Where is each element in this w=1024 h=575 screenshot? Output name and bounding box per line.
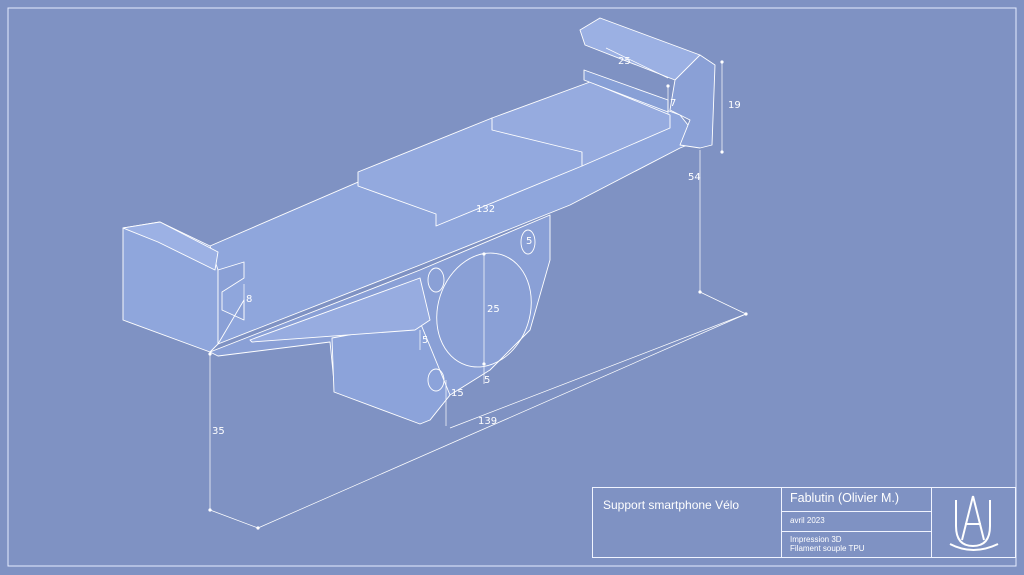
title-cell: Support smartphone Vélo — [593, 488, 782, 557]
dim-25-circle: 25 — [487, 304, 500, 315]
hole-left-upper — [427, 267, 445, 293]
sheet-border — [7, 7, 1017, 567]
dim-5-right: 5 — [484, 375, 490, 386]
dim-15: 15 — [451, 388, 464, 399]
author-row: Fablutin (Olivier M.) — [782, 488, 931, 512]
info-cell: Fablutin (Olivier M.) avril 2023 Impress… — [782, 488, 932, 557]
dim-5-small: 5 — [526, 236, 532, 247]
dim-19: 19 — [728, 100, 741, 111]
dim-5-left: 5 — [422, 335, 428, 346]
drawing-title: Support smartphone Vélo — [603, 498, 740, 512]
bike-phone-holder-part — [122, 17, 716, 425]
dim-25-top: 25 — [618, 56, 631, 67]
note-line: Filament souple TPU — [790, 544, 865, 553]
hole-5-small — [520, 229, 536, 255]
drawing-date: avril 2023 — [790, 516, 825, 525]
date-row: avril 2023 — [782, 512, 931, 532]
dim-35: 35 — [212, 426, 225, 437]
note-line: Impression 3D — [790, 535, 842, 544]
dimension-lines — [209, 47, 747, 529]
dim-7: 7 — [670, 98, 676, 109]
left-clip-slot — [217, 261, 245, 345]
dim-132: 132 — [476, 204, 495, 215]
university-logo-icon — [932, 488, 1015, 557]
left-lip-top — [122, 221, 219, 271]
right-clip-top — [579, 17, 701, 81]
dim-8: 8 — [246, 294, 252, 305]
notes: Impression 3D Filament souple TPU — [790, 535, 865, 553]
right-clip-side — [669, 54, 716, 149]
wedge-rib — [249, 277, 431, 343]
dim-54: 54 — [688, 172, 701, 183]
boss-circle-25 — [436, 252, 532, 368]
dim-139: 139 — [478, 416, 497, 427]
title-block: Support smartphone Vélo Fablutin (Olivie… — [592, 487, 1016, 558]
hole-left-lower — [427, 368, 445, 392]
dimension-arrowheads — [208, 60, 748, 530]
author-name: Fablutin (Olivier M.) — [790, 491, 900, 505]
